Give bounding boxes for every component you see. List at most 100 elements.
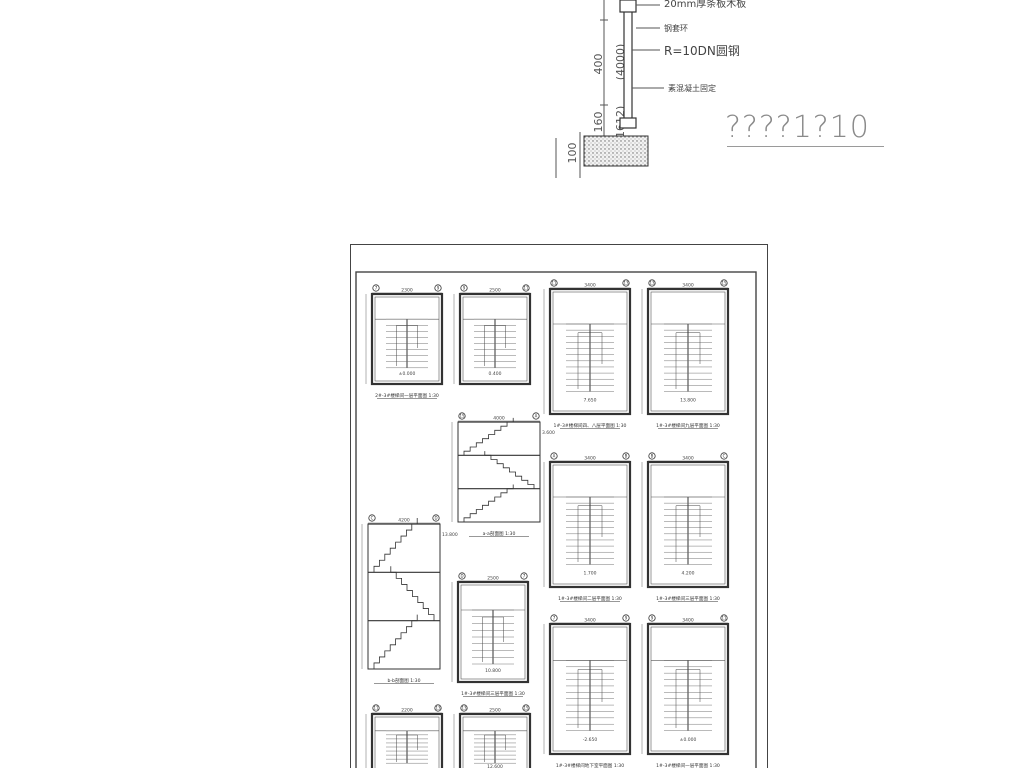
axis-bubble — [434, 284, 442, 292]
scale-note: ????1?10 — [725, 110, 870, 145]
stair-plan-4: 13 15 3400 13.800 1#-3#楼梯间九层平面图 1:30 — [641, 279, 730, 429]
dim-400: 400 — [592, 54, 605, 75]
stair-flight — [373, 517, 418, 573]
stair-wall — [458, 712, 532, 772]
walk-arrow — [484, 734, 506, 762]
label-rod: R=10DN圆钢 — [664, 44, 740, 58]
plan-caption: 1#-3#楼梯间九层平面图 1:30 — [656, 422, 720, 429]
stair-wall — [456, 580, 530, 684]
section-outline — [367, 523, 441, 670]
axis-bubble — [372, 284, 380, 292]
axis-bubble — [622, 452, 630, 460]
axis-label: 7 — [553, 616, 556, 621]
stair-wall — [646, 287, 730, 416]
level-mark: 10.800 — [485, 668, 501, 674]
axis-bubble — [460, 284, 468, 292]
level-mark: 0.400 — [489, 371, 502, 377]
level-mark: 13.800 — [680, 398, 696, 404]
dimension-text: 2200 — [401, 708, 413, 714]
stair-wall — [458, 292, 532, 386]
dimension-text: 3400 — [584, 618, 596, 624]
walk-arrow — [675, 669, 701, 728]
axis-label: D — [434, 516, 437, 521]
stair-inner-wall — [650, 291, 726, 412]
level-mark: 4.200 — [682, 571, 695, 577]
axis-bubble — [550, 452, 558, 460]
plan-caption: 1#-3#楼梯间二层平面图 1:30 — [558, 595, 622, 602]
axis-bubble — [622, 614, 630, 622]
railing-post — [623, 0, 633, 123]
dim-160: 160 — [592, 112, 605, 133]
axis-bubble — [434, 704, 442, 712]
axis-bubble — [522, 704, 530, 712]
dimension-text: 4200 — [398, 518, 410, 524]
dimension-text: 3400 — [682, 618, 694, 624]
axis-label: 11 — [551, 281, 557, 286]
stair-wall — [548, 287, 632, 416]
level-mark: ±0.000 — [680, 737, 697, 743]
axis-bubble — [720, 279, 728, 287]
axis-bubble — [532, 412, 540, 420]
plan-caption: 1#-3#楼梯间三层平面图 1:30 — [656, 595, 720, 602]
axis-bubble — [368, 514, 376, 522]
walk-arrow — [675, 505, 701, 562]
plan-caption: a-a剖面图 1:30 — [483, 530, 516, 537]
stair-wall — [548, 460, 632, 589]
sheet-inner-border — [355, 271, 757, 772]
dimension-text: 3400 — [682, 283, 694, 289]
section-outline — [457, 421, 541, 523]
axis-label: 9 — [437, 286, 440, 291]
axis-label: 13 — [435, 706, 441, 711]
stair-inner-wall — [552, 464, 628, 585]
sheet-outer-border — [350, 244, 768, 772]
plan-caption: 1#-3#楼梯间四、八层平面图 1:30 — [554, 422, 627, 429]
axis-bubble — [550, 614, 558, 622]
axis-bubble — [648, 279, 656, 287]
level-mark: 13.800 — [442, 532, 458, 538]
level-mark: 12.600 — [487, 764, 503, 768]
dimension-text: 2500 — [489, 708, 501, 714]
stair-inner-wall — [552, 291, 628, 412]
stair-inner-wall — [552, 626, 628, 752]
axis-label: C — [371, 516, 374, 521]
stair-wall — [646, 622, 730, 756]
walk-arrow — [396, 734, 418, 762]
dim-100: 100 — [566, 143, 579, 164]
walk-arrow — [482, 616, 504, 662]
axis-bubble — [622, 279, 630, 287]
axis-label: 9 — [651, 616, 654, 621]
axis-label: 11 — [721, 616, 727, 621]
walk-arrow — [577, 505, 603, 562]
axis-label: 13 — [461, 706, 467, 711]
stair-flight — [390, 566, 435, 621]
dimension-text: 4000 — [493, 416, 505, 422]
stair-inner-wall — [460, 584, 526, 680]
axis-label: B — [651, 454, 654, 459]
axis-label: B — [625, 454, 628, 459]
walk-arrow — [577, 332, 603, 389]
walk-arrow — [577, 669, 603, 728]
label-ring: 钢套环 — [664, 23, 688, 33]
axis-label: 13 — [649, 281, 655, 286]
stair-wall — [370, 292, 444, 386]
axis-bubble — [432, 514, 440, 522]
stair-flight — [373, 614, 418, 669]
label-concrete: 素混凝土固定 — [668, 83, 716, 93]
axis-label: A — [535, 414, 538, 419]
level-mark: -2.650 — [583, 737, 598, 743]
axis-label: A — [553, 454, 556, 459]
axis-bubble — [720, 614, 728, 622]
axis-label: 15 — [721, 281, 727, 286]
dimension-text: 3400 — [584, 456, 596, 462]
axis-label: 15 — [523, 706, 529, 711]
axis-bubble — [550, 279, 558, 287]
dimension-text: 2300 — [401, 288, 413, 294]
